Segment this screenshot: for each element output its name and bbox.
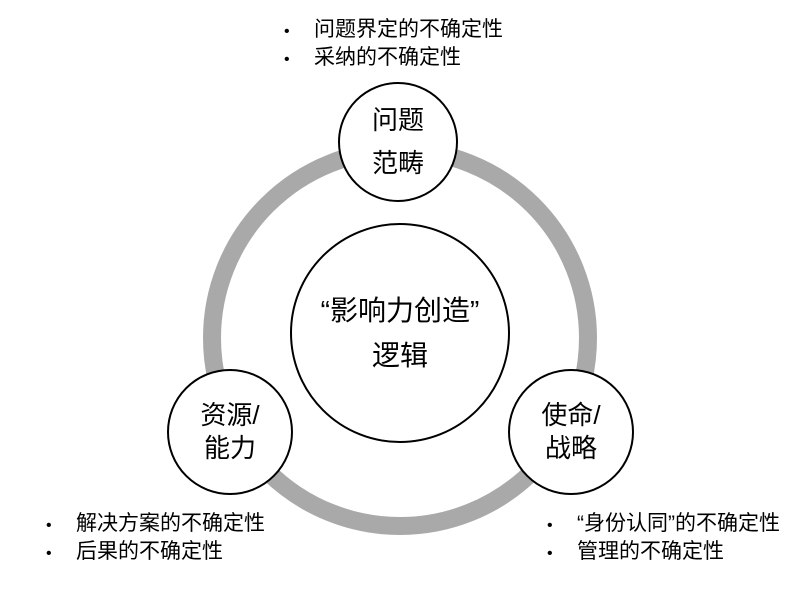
- circle-mission-strategy-line2: 战略: [544, 433, 597, 463]
- list-item: • 问题界定的不确定性: [284, 17, 503, 45]
- circle-problem-scope: 问题 范畴: [338, 82, 458, 202]
- circle-mission-strategy: 使命/ 战略: [508, 369, 634, 495]
- list-item: • 解决方案的不确定性: [46, 511, 265, 539]
- bullet-list-problem-scope: • 问题界定的不确定性 • 采纳的不确定性: [284, 17, 503, 73]
- circle-impact-creation-logic-line1: “影响力创造”: [320, 295, 480, 326]
- bullet-text: 后果的不确定性: [76, 540, 223, 563]
- circle-resources-capabilities-line2: 能力: [203, 433, 256, 463]
- circle-mission-strategy-line1: 使命/: [541, 400, 601, 430]
- bullet-icon: •: [547, 545, 553, 562]
- list-item: • 管理的不确定性: [547, 539, 780, 567]
- bullet-icon: •: [284, 23, 290, 40]
- circle-resources-capabilities-line1: 资源/: [200, 400, 260, 430]
- bullet-icon: •: [284, 51, 290, 68]
- circle-problem-scope-line1: 问题: [371, 105, 424, 135]
- bullet-text: 问题界定的不确定性: [314, 18, 503, 41]
- bullet-icon: •: [547, 517, 553, 534]
- bullet-icon: •: [46, 517, 52, 534]
- bullet-list-resources-capabilities: • 解决方案的不确定性 • 后果的不确定性: [46, 511, 265, 567]
- bullet-icon: •: [46, 545, 52, 562]
- list-item: • “身份认同”的不确定性: [547, 511, 780, 539]
- list-item: • 后果的不确定性: [46, 539, 265, 567]
- list-item: • 采纳的不确定性: [284, 45, 503, 73]
- circle-impact-creation-logic-line2: 逻辑: [371, 340, 428, 371]
- circle-resources-capabilities: 资源/ 能力: [167, 369, 293, 495]
- bullet-list-mission-strategy: • “身份认同”的不确定性 • 管理的不确定性: [547, 511, 780, 567]
- bullet-text: 管理的不确定性: [577, 540, 724, 563]
- bullet-text: 解决方案的不确定性: [76, 512, 265, 535]
- bullet-text: 采纳的不确定性: [314, 46, 461, 69]
- circle-problem-scope-line2: 范畴: [371, 148, 424, 178]
- bullet-text: “身份认同”的不确定性: [577, 512, 780, 535]
- circle-impact-creation-logic: “影响力创造” 逻辑: [290, 223, 510, 443]
